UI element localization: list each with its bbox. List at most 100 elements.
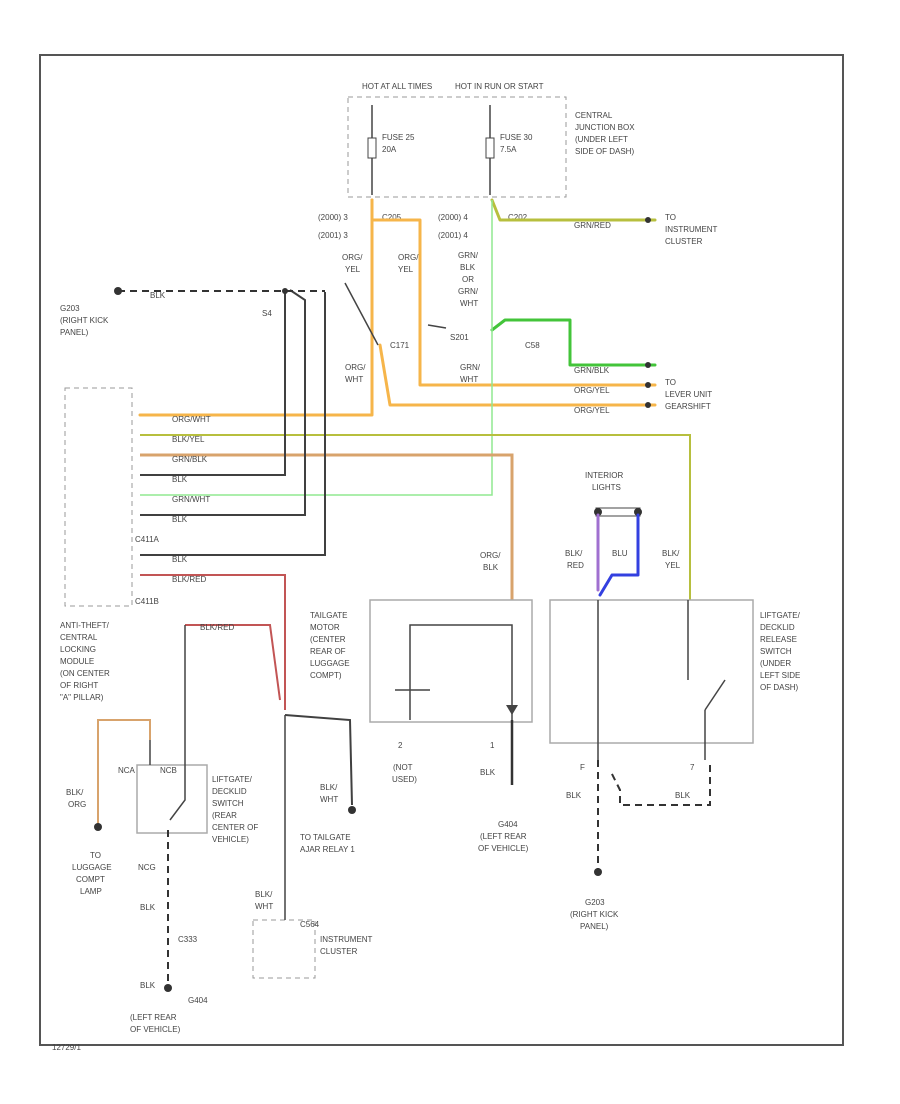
inst-label-1: INSTRUMENT bbox=[320, 935, 373, 944]
module-wire-3: GRN/BLK bbox=[172, 455, 208, 464]
org-yel-right-1: ORG/YEL bbox=[574, 386, 610, 395]
wire-org-yel-2 bbox=[378, 343, 657, 407]
hot-in-run-label: HOT IN RUN OR START bbox=[455, 82, 544, 91]
blk-s1-label: BLK bbox=[566, 791, 582, 800]
wire-grn-wht bbox=[140, 200, 493, 496]
tailgate-label-2: MOTOR bbox=[310, 623, 340, 632]
ldss-label-5: CENTER OF bbox=[212, 823, 258, 832]
wire-blk-label: BLK bbox=[460, 263, 476, 272]
s201-label: S201 bbox=[450, 333, 469, 342]
wire-blu bbox=[598, 513, 640, 597]
blk-b2-label: BLK bbox=[140, 981, 156, 990]
g203b-label-2: (RIGHT KICK bbox=[570, 910, 619, 919]
wire-grn-blk-label: GRN/ bbox=[458, 251, 479, 260]
c58-label: C58 bbox=[525, 341, 540, 350]
arrow-org-yel-2 bbox=[645, 402, 651, 408]
to-instrument-3: CLUSTER bbox=[665, 237, 703, 246]
c2000-4-label: (2000) 4 bbox=[438, 213, 468, 222]
tailgate-label-3: (CENTER bbox=[310, 635, 346, 644]
module-wire-7: BLK bbox=[172, 555, 188, 564]
ora-wht-label: ORG/ bbox=[345, 363, 366, 372]
blk-red-label: BLK/ bbox=[565, 549, 583, 558]
interior-lights-1: INTERIOR bbox=[585, 471, 623, 480]
ldss-right-lead bbox=[169, 625, 186, 821]
g404b-label-2: (LEFT REAR bbox=[130, 1013, 177, 1022]
wire-blk-yel bbox=[140, 434, 691, 600]
interior-light-left bbox=[594, 508, 602, 516]
blk-wht-label-3: BLK/ bbox=[255, 890, 273, 899]
blk-yel-label: BLK/ bbox=[662, 549, 680, 558]
blk-wht-label-4: WHT bbox=[255, 902, 273, 911]
module-wire-1: ORG/WHT bbox=[172, 415, 211, 424]
to-tail-label-1: TO TAILGATE bbox=[300, 833, 351, 842]
tailgate-label-1: TAILGATE bbox=[310, 611, 348, 620]
g404-label-3: OF VEHICLE) bbox=[478, 844, 529, 853]
c205-label: C205 bbox=[382, 213, 402, 222]
interior-light-right bbox=[634, 508, 642, 516]
anti-theft-module-box bbox=[64, 387, 133, 607]
s4-splice bbox=[282, 288, 288, 294]
g203-label-2: (RIGHT KICK bbox=[60, 316, 109, 325]
grn-blk-right-label: GRN/BLK bbox=[574, 366, 610, 375]
c333-label: C333 bbox=[178, 935, 198, 944]
pin-f-label: F bbox=[580, 763, 585, 772]
blk-g-label: BLK bbox=[150, 291, 166, 300]
to-lug-label-4: LAMP bbox=[80, 887, 102, 896]
module-wire-5: GRN/WHT bbox=[172, 495, 210, 504]
atcl-label-4: MODULE bbox=[60, 657, 94, 666]
yel-label: YEL bbox=[665, 561, 681, 570]
wire-org-blk bbox=[140, 453, 514, 600]
ldss-label-4: (REAR bbox=[212, 811, 237, 820]
to-lug-label-3: COMPT bbox=[76, 875, 105, 884]
liftgate-release-switch-box bbox=[549, 599, 754, 744]
wire-org-wht bbox=[138, 198, 374, 417]
interior-lights-symbol bbox=[595, 507, 641, 517]
central-junction-box bbox=[347, 96, 567, 198]
arrow-org-yel-1 bbox=[645, 382, 651, 388]
lift-label-1: LIFTGATE/ bbox=[760, 611, 801, 620]
ora-wht-label-2: WHT bbox=[345, 375, 363, 384]
ldss-label-1: LIFTGATE/ bbox=[212, 775, 253, 784]
blk-org-label: BLK/ bbox=[66, 788, 84, 797]
to-lever-label: TO bbox=[665, 378, 676, 387]
wire-ora-yel-label-1: ORG/ bbox=[342, 253, 363, 262]
grn-wht-label-2: WHT bbox=[460, 375, 478, 384]
wire-ora-yel-label-3: ORG/ bbox=[398, 253, 419, 262]
atcl-label-5: (ON CENTER bbox=[60, 669, 110, 678]
diagram-frame bbox=[39, 54, 844, 1046]
grn-red-label: GRN/RED bbox=[574, 221, 611, 230]
fuse-30-label: FUSE 30 bbox=[500, 133, 533, 142]
g404b-ground-dot bbox=[164, 984, 172, 992]
red-label: RED bbox=[567, 561, 584, 570]
g203-ground-dot bbox=[114, 287, 122, 295]
g404-label-2: (LEFT REAR bbox=[480, 832, 527, 841]
ldss-label-6: VEHICLE) bbox=[212, 835, 249, 844]
lrs-switch-arm bbox=[704, 679, 726, 711]
wire-grn-red bbox=[490, 198, 657, 222]
lrs-blk-loop bbox=[609, 765, 711, 806]
fuse-25-amp: 20A bbox=[382, 145, 397, 154]
atcl-label-6: OF RIGHT bbox=[60, 681, 98, 690]
atcl-label-2: CENTRAL bbox=[60, 633, 98, 642]
g203b-label: G203 bbox=[585, 898, 605, 907]
atcl-label-3: LOCKING bbox=[60, 645, 96, 654]
pin-1-label: 1 bbox=[490, 741, 495, 750]
interior-lights-2: LIGHTS bbox=[592, 483, 621, 492]
wire-grn-blk bbox=[490, 318, 657, 367]
c2001-4-label: (2001) 4 bbox=[438, 231, 468, 240]
wire-blk-1 bbox=[140, 290, 286, 476]
g404-label: G404 bbox=[498, 820, 518, 829]
wire-ora-yel-label-4: YEL bbox=[398, 265, 414, 274]
to-instrument-1: TO bbox=[665, 213, 676, 222]
nca-label: NCA bbox=[118, 766, 136, 775]
g404b-label: G404 bbox=[188, 996, 208, 1005]
tailgate-label-4: REAR OF bbox=[310, 647, 346, 656]
g203b-label-3: PANEL) bbox=[580, 922, 609, 931]
pin-2-label: 2 bbox=[398, 741, 403, 750]
to-instrument-2: INSTRUMENT bbox=[665, 225, 718, 234]
wire-or-label: OR bbox=[462, 275, 474, 284]
cjb-label-3: (UNDER LEFT bbox=[575, 135, 628, 144]
wire-blk-org bbox=[97, 719, 151, 825]
